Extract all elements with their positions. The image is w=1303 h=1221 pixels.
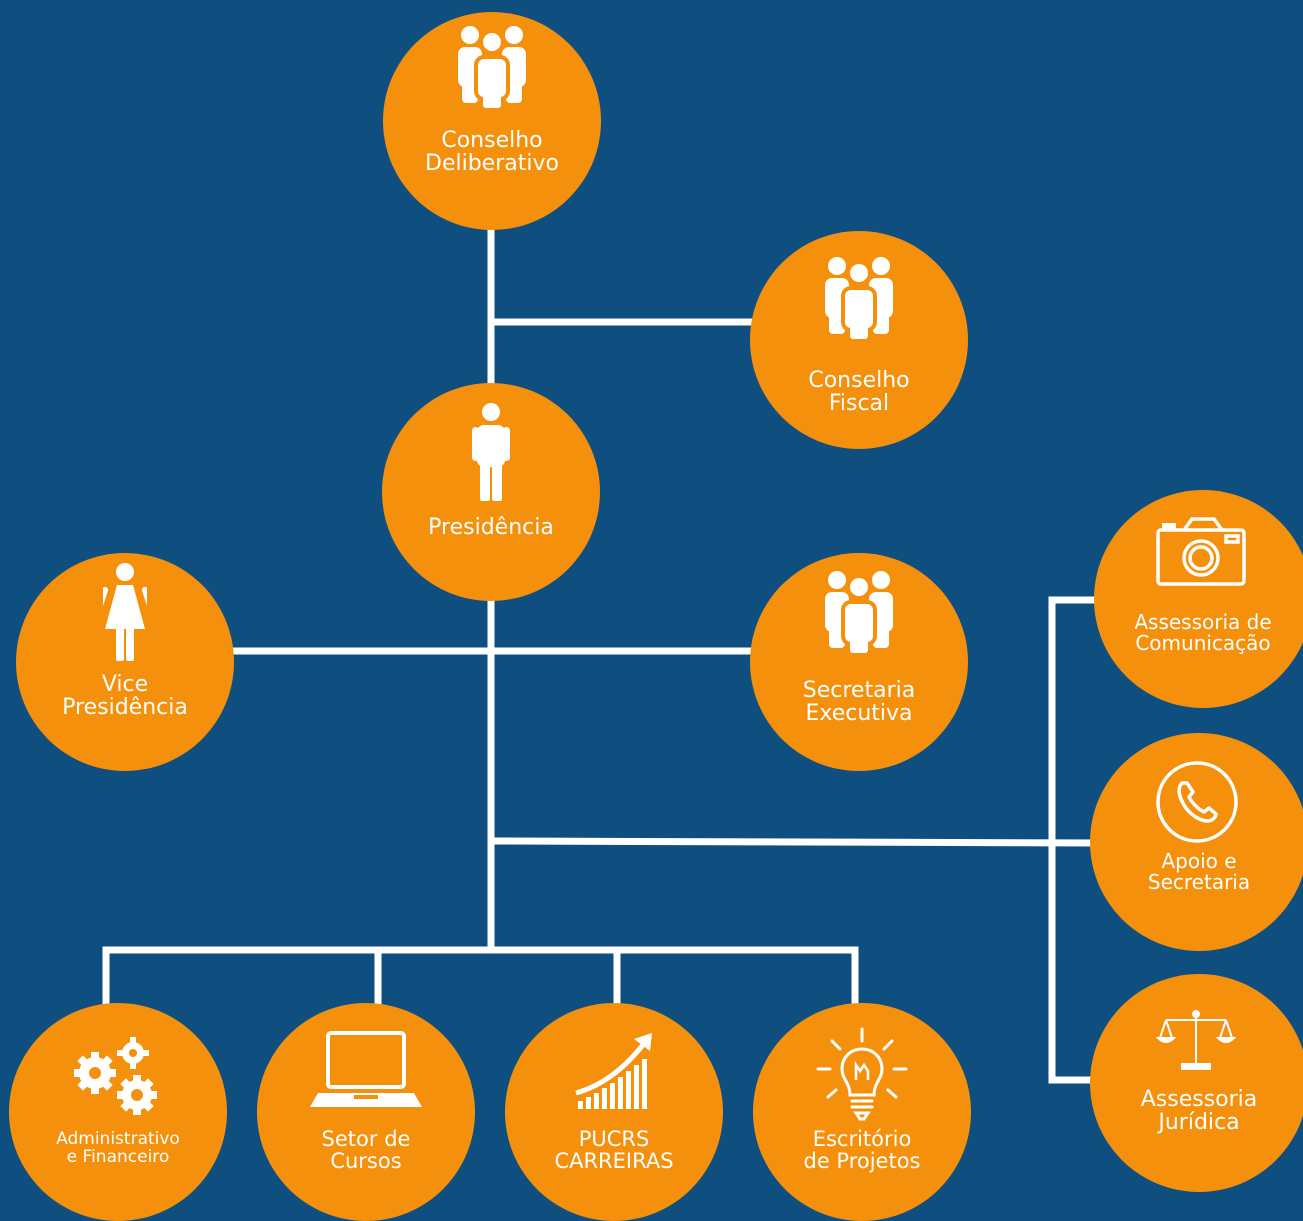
node-conselho-deliberativo[interactable]: Conselho Deliberativo bbox=[383, 12, 601, 230]
label-line-1: Secretaria bbox=[802, 678, 916, 703]
node-assessoria-juridica[interactable]: Assessoria Jurídica bbox=[1090, 974, 1303, 1192]
node-setor-cursos[interactable]: Setor de Cursos bbox=[257, 1003, 475, 1221]
node-conselho-fiscal[interactable]: Conselho Fiscal bbox=[750, 231, 968, 449]
connector-staff-bracket bbox=[1048, 596, 1104, 1084]
label-line-2: Fiscal bbox=[828, 391, 890, 417]
label-line-1: Setor de bbox=[321, 1127, 411, 1151]
connector-staff-branch bbox=[487, 837, 1104, 847]
node-administrativo-financeiro[interactable]: Administrativo e Financeiro bbox=[9, 1003, 227, 1221]
label-line-2: Deliberativo bbox=[425, 151, 559, 177]
label-line-2: de Projetos bbox=[803, 1149, 921, 1174]
label-line-2: Comunicação bbox=[1135, 631, 1271, 655]
label-line-2: e Financeiro bbox=[66, 1146, 170, 1167]
laptop-icon bbox=[310, 1031, 422, 1107]
label-line-1: Escritório bbox=[812, 1127, 912, 1151]
phone-icon bbox=[1156, 761, 1238, 843]
node-escritorio-projetos[interactable]: Escritório de Projetos bbox=[753, 1003, 971, 1221]
label-line-2: Jurídica bbox=[1158, 1110, 1240, 1136]
label-line-2: Secretaria bbox=[1147, 870, 1251, 894]
label-line-1: Vice bbox=[101, 672, 149, 697]
label-line-1: Assessoria de bbox=[1134, 610, 1272, 634]
node-presidencia[interactable]: Presidência bbox=[382, 383, 600, 601]
node-assessoria-comunicacao[interactable]: Assessoria de Comunicação bbox=[1094, 490, 1303, 708]
connector-departments-bar bbox=[102, 946, 859, 1009]
group-icon bbox=[825, 257, 893, 339]
lightbulb-icon bbox=[816, 1027, 908, 1121]
label-line-2: Executiva bbox=[805, 701, 913, 727]
label-line-2: Cursos bbox=[330, 1149, 402, 1174]
node-pucrs-carreiras[interactable]: PUCRS CARREIRAS bbox=[505, 1003, 723, 1221]
camera-icon bbox=[1156, 517, 1246, 586]
node-vice-presidencia[interactable]: Vice Presidência bbox=[16, 553, 234, 771]
scales-icon bbox=[1156, 1010, 1236, 1070]
label-line-2: Presidência bbox=[62, 695, 188, 721]
label-line-1: Assessoria bbox=[1140, 1087, 1258, 1112]
gears-icon bbox=[74, 1037, 157, 1115]
node-secretaria-executiva[interactable]: Secretaria Executiva bbox=[750, 553, 968, 771]
label-line-1: PUCRS bbox=[578, 1127, 650, 1151]
node-apoio-secretaria[interactable]: Apoio e Secretaria bbox=[1090, 733, 1303, 951]
label-line-1: Administrativo bbox=[56, 1129, 180, 1149]
group-icon bbox=[458, 26, 526, 108]
growth-chart-icon bbox=[575, 1033, 652, 1109]
label-line-1: Presidência bbox=[428, 515, 554, 540]
group-icon bbox=[825, 571, 893, 653]
man-icon bbox=[472, 403, 510, 501]
label-line-1: Apoio e bbox=[1161, 849, 1237, 873]
label-line-1: Conselho bbox=[441, 128, 543, 153]
label-line-1: Conselho bbox=[808, 368, 910, 393]
woman-icon bbox=[103, 563, 147, 661]
label-line-2: CARREIRAS bbox=[554, 1149, 674, 1174]
